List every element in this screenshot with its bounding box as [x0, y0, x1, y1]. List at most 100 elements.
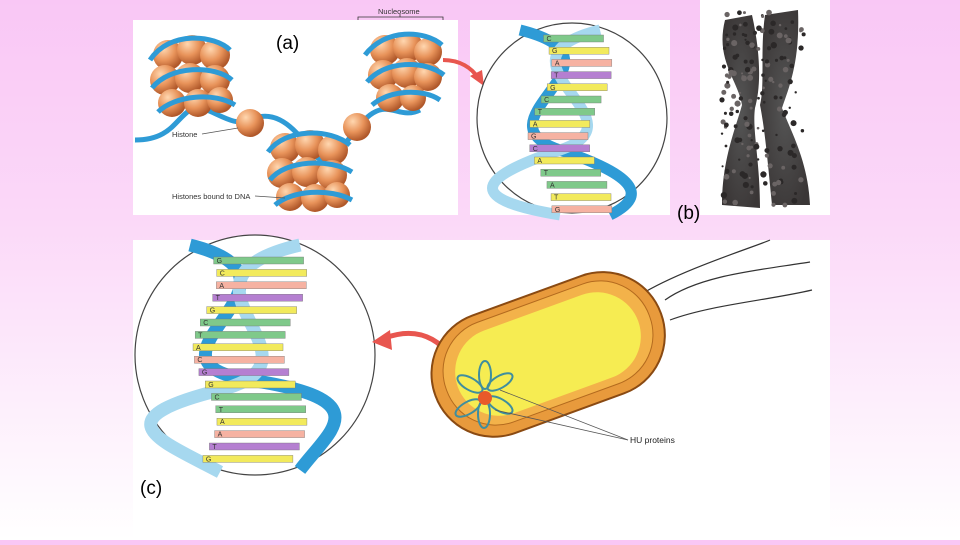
- base-pair: [550, 193, 612, 201]
- chromatin-speck: [761, 129, 765, 133]
- base-letter: C: [197, 357, 202, 364]
- chromatin-speck: [782, 202, 788, 208]
- chromatin-speck: [722, 199, 728, 204]
- histone-h1: [236, 109, 264, 137]
- base-pair: [200, 318, 291, 327]
- chromatin-speck: [743, 33, 748, 38]
- base-letter: C: [214, 394, 219, 401]
- chromatin-speck: [777, 145, 783, 152]
- nucleosome-label: Nucleosome: [378, 7, 420, 16]
- chromatin-speck: [750, 185, 754, 189]
- chromatin-speck: [724, 11, 730, 18]
- chromatin-speck: [779, 96, 783, 100]
- chromatin-speck: [798, 177, 804, 183]
- chromatin-speck: [731, 40, 738, 47]
- chromatin-speck: [727, 74, 732, 79]
- base-pair: [206, 306, 297, 314]
- chromatin-speck: [726, 43, 730, 47]
- base-letter: A: [550, 182, 555, 189]
- chromatin-speck: [746, 154, 750, 158]
- base-letter: G: [217, 258, 222, 265]
- chromatin-speck: [762, 86, 765, 90]
- chromatin-speck: [741, 72, 744, 75]
- nucleoid: [454, 360, 514, 429]
- base-pair: [551, 205, 613, 214]
- chromatin-speck: [749, 190, 754, 195]
- chromatin-speck: [775, 133, 778, 137]
- chromatin-speck: [743, 21, 748, 27]
- base-pair: [543, 34, 604, 43]
- chromatin-speck: [774, 58, 779, 62]
- chromatin-speck: [794, 191, 798, 195]
- chromatin-speck: [743, 59, 748, 64]
- chromatin-speck: [738, 158, 741, 161]
- chromatin-speck: [768, 76, 774, 82]
- chromatin-speck: [731, 93, 737, 99]
- base-pair: [215, 405, 306, 413]
- chromatin-speck: [748, 176, 751, 180]
- base-letter: T: [198, 332, 203, 339]
- chromatin-speck: [786, 58, 790, 62]
- chromatin-speck: [760, 171, 767, 178]
- chromatin-speck: [773, 95, 778, 100]
- chromatin-speck: [726, 37, 730, 41]
- chromatin-speck: [723, 122, 729, 128]
- chromatin-speck: [788, 106, 791, 110]
- chromatin-speck: [764, 153, 769, 158]
- chromatin-speck: [764, 59, 770, 64]
- base-pair: [198, 368, 290, 376]
- chromatin-speck: [747, 98, 753, 104]
- chromatin-speck: [728, 111, 734, 117]
- chromatin-speck: [750, 139, 753, 142]
- base-letter: T: [554, 195, 559, 202]
- histone-cluster-1: [147, 35, 237, 117]
- chromatin-speck: [766, 9, 772, 16]
- chromatin-speck: [724, 82, 731, 89]
- chromatin-speck: [737, 137, 743, 143]
- chromatin-speck: [768, 28, 775, 35]
- base-pair: [202, 455, 294, 463]
- base-pair: [212, 294, 303, 302]
- chromatin-speck: [790, 120, 797, 127]
- nucleosome-illustration: Nucleosome Histone Histones bound to DNA: [134, 7, 446, 212]
- label-a: (a): [276, 33, 300, 54]
- chromatin-speck: [791, 164, 797, 170]
- chromatin-speck: [747, 74, 754, 81]
- chromatin-speck: [800, 129, 805, 133]
- base-pair: [213, 256, 304, 265]
- chromatin-speck: [761, 58, 764, 62]
- base-pair: [540, 95, 602, 104]
- chromatin-speck: [724, 144, 728, 148]
- chromatin-speck: [719, 97, 725, 103]
- base-pair: [546, 83, 608, 92]
- chromatin-speck: [787, 79, 793, 85]
- histone-label: Histone: [172, 130, 197, 139]
- chromatin-speck: [722, 46, 727, 51]
- chromatin-speck: [742, 11, 746, 15]
- chromatin-speck: [767, 163, 773, 169]
- base-pair: [527, 132, 589, 140]
- chromatin-speck: [770, 20, 776, 26]
- base-letter: A: [220, 419, 225, 426]
- chromatin-speck: [771, 202, 776, 207]
- chromatin-speck: [720, 119, 726, 125]
- base-letter: T: [554, 73, 559, 80]
- base-pair: [529, 144, 590, 153]
- chromatin-speck: [784, 27, 788, 30]
- chromatin-speck: [756, 126, 760, 130]
- base-letter: G: [531, 134, 536, 141]
- chromatin-speck: [749, 59, 755, 65]
- chromatin-speck: [779, 55, 785, 61]
- chromatin-speck: [799, 27, 804, 32]
- chromatin-speck: [725, 33, 729, 37]
- base-letter: G: [206, 456, 211, 463]
- chromatin-speck: [741, 172, 749, 179]
- chromatin-speck: [729, 106, 734, 112]
- chromatin-speck: [739, 23, 742, 27]
- base-letter: T: [219, 407, 224, 414]
- base-letter: A: [196, 345, 201, 352]
- chromatin-speck: [791, 197, 798, 204]
- chromatin-speck: [787, 149, 794, 156]
